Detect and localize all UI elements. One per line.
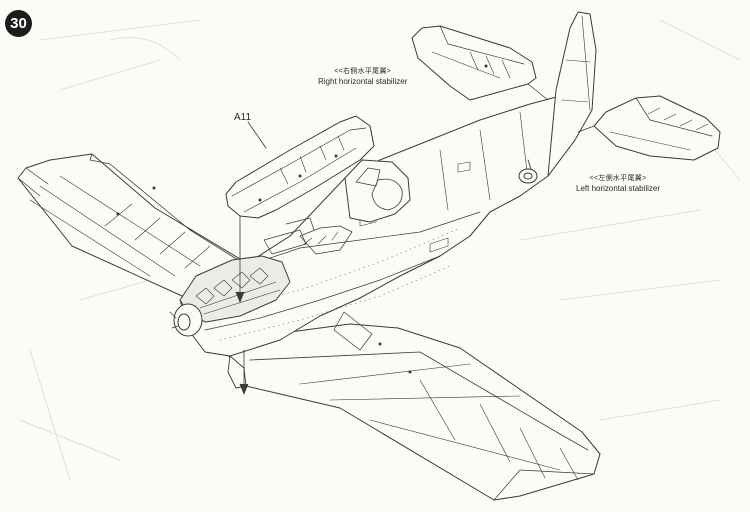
engine-bay	[179, 217, 315, 323]
left-stabilizer-label: Left horizontal stabilizer	[576, 184, 661, 193]
part-number-a11: A11	[234, 112, 252, 123]
right-stabilizer-callout: <<右側水平尾翼> Right horizontal stabilizer	[318, 66, 407, 86]
rivet-line	[209, 227, 461, 341]
left-stabilizer-label-cn: <<左側水平尾翼>	[589, 175, 647, 182]
assembly-guide-lines	[235, 83, 595, 395]
right-stabilizer-label: Right horizontal stabilizer	[318, 77, 408, 86]
left-wing	[221, 311, 601, 501]
cowling-panel-a11	[225, 115, 375, 219]
left-horizontal-stabilizer	[593, 95, 721, 161]
nose-spinner	[169, 303, 203, 337]
right-stabilizer-label-cn: <<右側水平尾翼>	[334, 68, 392, 75]
vertical-tail	[547, 11, 597, 177]
step-number-badge: 30	[5, 10, 32, 37]
left-stabilizer-callout: <<左側水平尾翼> Left horizontal stabilizer	[576, 173, 660, 193]
right-horizontal-stabilizer	[411, 25, 537, 101]
tail-wheel	[518, 159, 538, 184]
